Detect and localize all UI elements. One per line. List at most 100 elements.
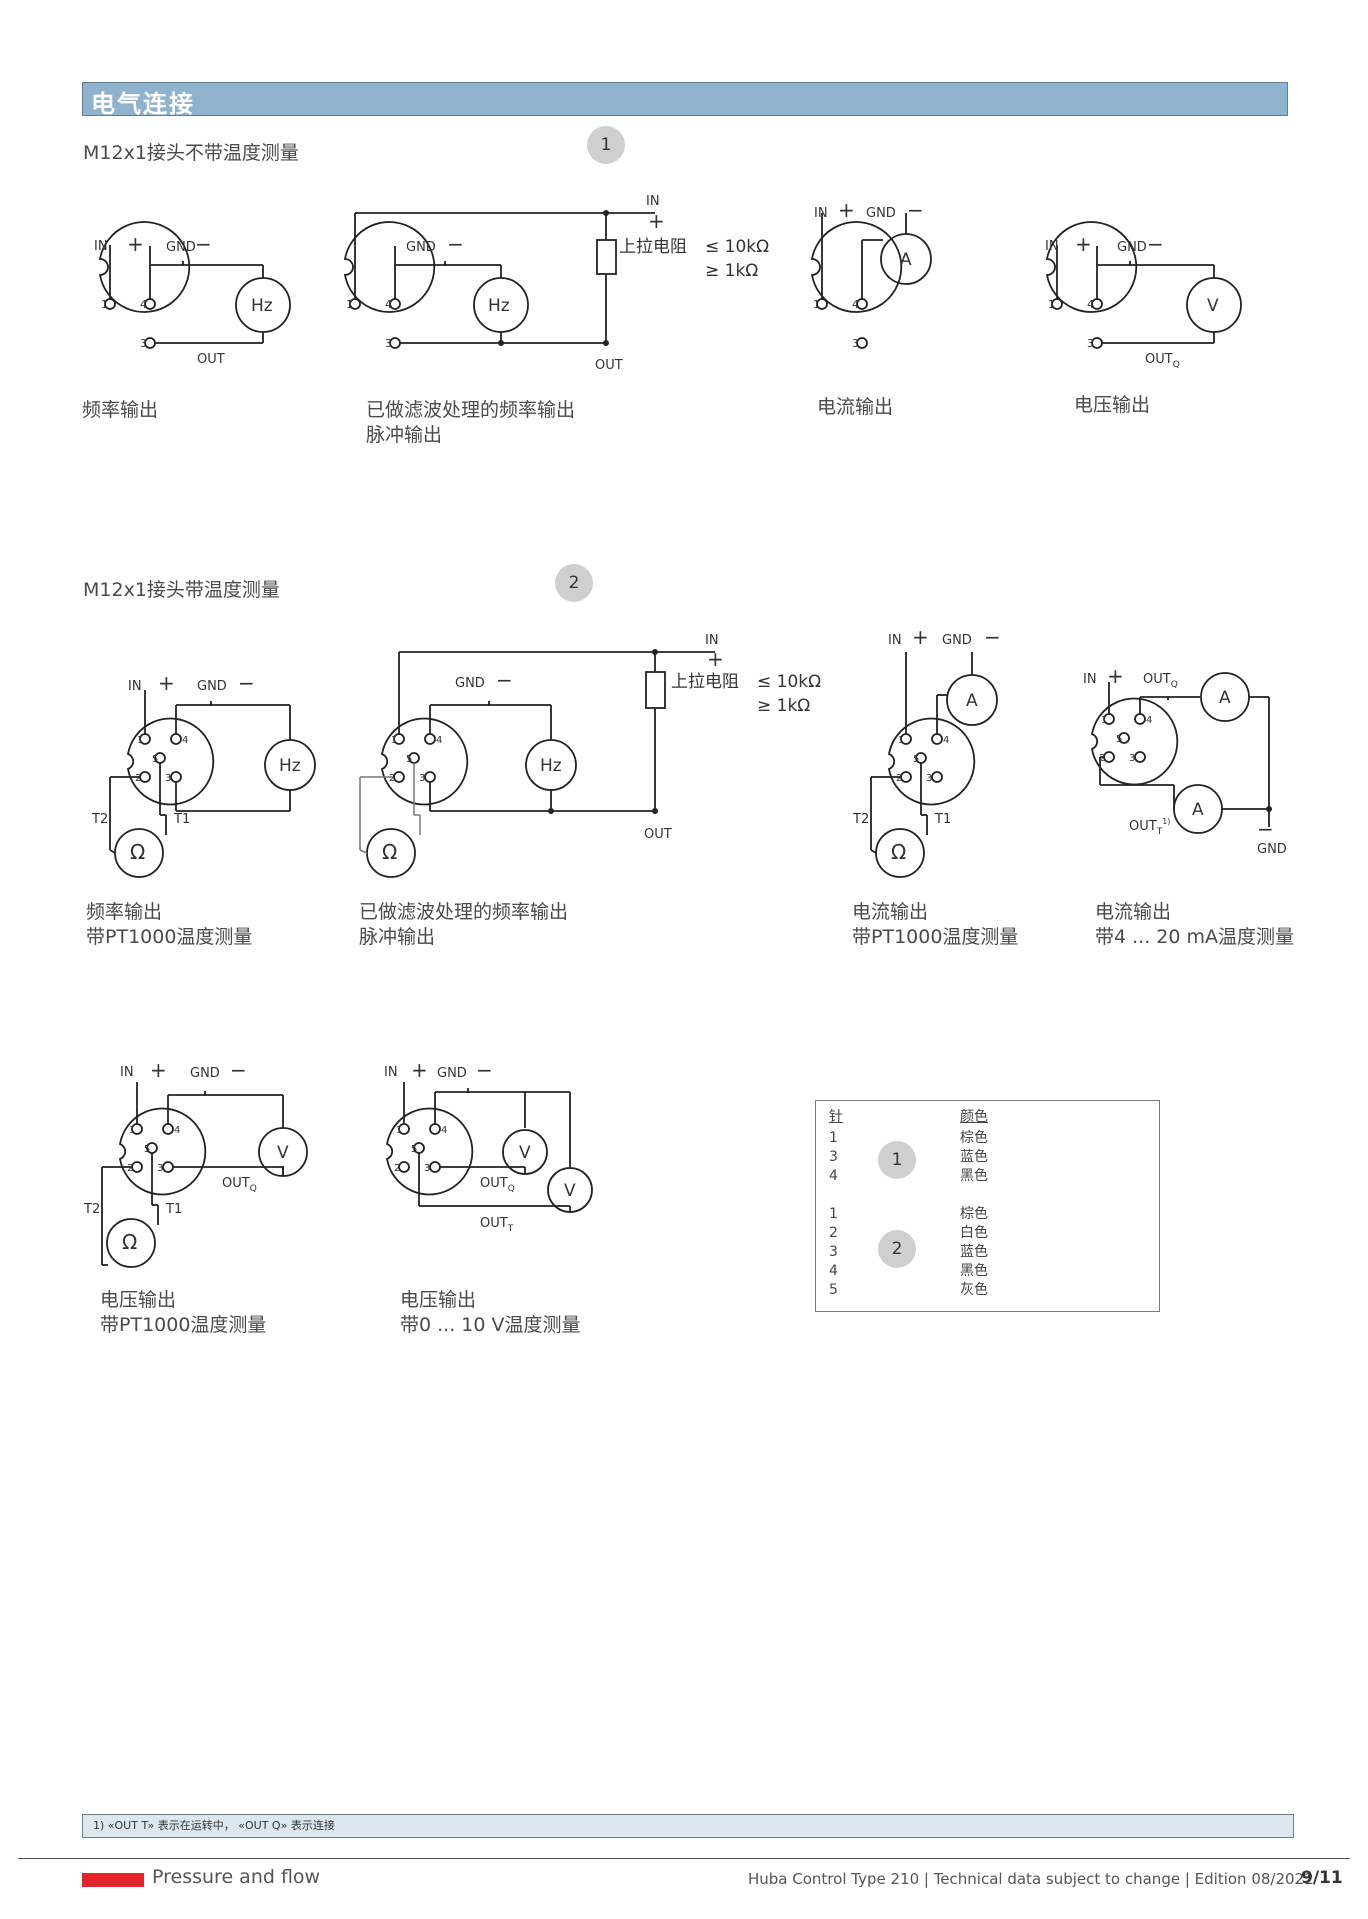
svg-text:上拉电阻: 上拉电阻 [619, 237, 687, 257]
svg-text:1: 1 [1048, 298, 1055, 311]
svg-text:−: − [447, 232, 464, 256]
svg-text:Hz: Hz [488, 296, 510, 316]
caption-current-pt1000: 电流输出 带PT1000温度测量 [852, 901, 1019, 948]
svg-text:1: 1 [813, 298, 820, 311]
svg-text:2: 2 [896, 773, 902, 784]
svg-text:4: 4 [1087, 298, 1094, 311]
svg-text:IN: IN [814, 206, 828, 221]
svg-text:−: − [238, 671, 255, 695]
group2-badge: 2 [555, 564, 593, 602]
section-title: 电气连接 [91, 90, 195, 118]
svg-text:IN: IN [94, 239, 108, 254]
svg-text:T2: T2 [852, 812, 869, 827]
svg-text:3: 3 [419, 773, 425, 784]
svg-text:+: + [127, 232, 144, 256]
table-badge-1: 1 [878, 1141, 916, 1179]
svg-text:+: + [838, 198, 855, 222]
group2-pins: 1 2 3 4 5 [829, 1206, 838, 1298]
svg-text:1: 1 [101, 298, 108, 311]
svg-text:OUTT: OUTT [480, 1216, 514, 1234]
svg-text:T1: T1 [173, 812, 190, 827]
svg-text:2: 2 [127, 1163, 133, 1174]
diagram-voltage-pt1000: IN + GND − 1 4 5 2 3 OUTQ T2 T1 V Ω [83, 1058, 308, 1268]
diagram-freq-output: IN + GND − 1 4 3 OUT Hz [94, 221, 291, 367]
svg-text:+: + [158, 671, 175, 695]
svg-text:IN: IN [120, 1065, 134, 1080]
svg-text:GND: GND [406, 240, 436, 255]
svg-text:2: 2 [394, 1163, 400, 1174]
svg-text:A: A [1219, 688, 1231, 708]
svg-text:Hz: Hz [279, 756, 301, 776]
svg-text:5: 5 [406, 754, 412, 765]
svg-text:2: 2 [1099, 753, 1105, 764]
group1-heading: M12x1接头不带温度测量 [83, 142, 299, 164]
svg-text:+: + [150, 1058, 167, 1082]
footer-brand: Pressure and flow [152, 1866, 321, 1888]
svg-text:4: 4 [943, 735, 949, 746]
diagram-voltage-0-10v: IN + GND − 1 4 5 2 3 OUTQ OUTT V V [384, 1058, 593, 1234]
svg-text:IN: IN [128, 679, 142, 694]
svg-text:Ω: Ω [122, 1230, 137, 1254]
svg-text:1: 1 [391, 735, 397, 746]
svg-text:1: 1 [1101, 715, 1107, 726]
svg-text:+: + [1075, 232, 1092, 256]
svg-text:≥ 1kΩ: ≥ 1kΩ [757, 696, 810, 716]
svg-text:GND: GND [1257, 842, 1287, 857]
svg-text:OUT: OUT [595, 358, 623, 373]
svg-text:1: 1 [396, 1125, 402, 1136]
svg-text:OUT: OUT [197, 352, 225, 367]
diagram-current-output: IN + GND − 1 4 3 A [810, 198, 932, 350]
table-badge-2: 2 [878, 1230, 916, 1268]
svg-text:Hz: Hz [540, 756, 562, 776]
svg-text:−: − [476, 1058, 493, 1082]
svg-text:4: 4 [441, 1125, 447, 1136]
svg-text:5: 5 [411, 1144, 417, 1155]
svg-text:V: V [519, 1143, 531, 1163]
caption-filtered-pt1000: 已做滤波处理的频率输出 脉冲输出 [359, 901, 569, 948]
caption-freq-pt1000: 频率输出 带PT1000温度测量 [86, 901, 253, 948]
svg-text:4: 4 [182, 735, 188, 746]
svg-text:T1: T1 [934, 812, 951, 827]
pin-color-table: 针 颜色 1 3 4 棕色 蓝色 黑色 1 1 2 3 4 5 棕色 白色 蓝色… [815, 1100, 1160, 1312]
svg-text:GND: GND [866, 206, 896, 221]
svg-text:−: − [230, 1058, 247, 1082]
svg-text:OUTT1): OUTT1) [1129, 817, 1170, 837]
svg-text:4: 4 [436, 735, 442, 746]
caption-voltage-pt1000: 电压输出 带PT1000温度测量 [100, 1289, 267, 1336]
group1-pins: 1 3 4 [829, 1130, 838, 1184]
svg-text:OUTQ: OUTQ [1145, 352, 1180, 370]
footer-info: Huba Control Type 210 | Technical data s… [748, 1870, 1314, 1888]
svg-text:V: V [277, 1143, 289, 1163]
svg-text:3: 3 [157, 1163, 163, 1174]
svg-text:T1: T1 [165, 1202, 182, 1217]
svg-text:3: 3 [926, 773, 932, 784]
svg-text:3: 3 [1129, 753, 1135, 764]
svg-text:4: 4 [852, 298, 859, 311]
group1-badge: 1 [587, 126, 625, 164]
diagram-freq-pt1000: IN + GND − 1 4 5 2 3 T2 T1 Hz Ω [91, 671, 316, 878]
svg-text:OUTQ: OUTQ [222, 1176, 257, 1194]
svg-text:≥ 1kΩ: ≥ 1kΩ [705, 261, 758, 281]
footer-accent-bar [82, 1873, 144, 1887]
diagram-filtered-freq: GND − IN + 1 4 3 OUT Hz 上拉电阻 ≤ 10kΩ ≥ 1k… [343, 194, 769, 373]
group2-colors: 棕色 白色 蓝色 黑色 灰色 [960, 1206, 988, 1298]
svg-text:OUTQ: OUTQ [480, 1176, 515, 1194]
svg-text:5: 5 [152, 754, 158, 765]
svg-text:3: 3 [424, 1163, 430, 1174]
svg-text:Ω: Ω [891, 840, 906, 864]
svg-text:T2: T2 [83, 1202, 100, 1217]
footer-divider [18, 1858, 1350, 1859]
svg-text:−: − [907, 198, 924, 222]
svg-text:IN: IN [646, 194, 660, 209]
caption-freq-output: 频率输出 [82, 399, 159, 421]
svg-text:4: 4 [174, 1125, 180, 1136]
svg-text:Hz: Hz [251, 296, 273, 316]
svg-text:3: 3 [140, 337, 147, 350]
svg-text:≤ 10kΩ: ≤ 10kΩ [757, 672, 821, 692]
svg-text:IN: IN [1083, 672, 1097, 687]
group2-heading: M12x1接头带温度测量 [83, 579, 280, 601]
svg-text:A: A [966, 691, 978, 711]
svg-text:≤ 10kΩ: ≤ 10kΩ [705, 237, 769, 257]
svg-text:4: 4 [140, 298, 147, 311]
svg-text:−: − [195, 232, 212, 256]
